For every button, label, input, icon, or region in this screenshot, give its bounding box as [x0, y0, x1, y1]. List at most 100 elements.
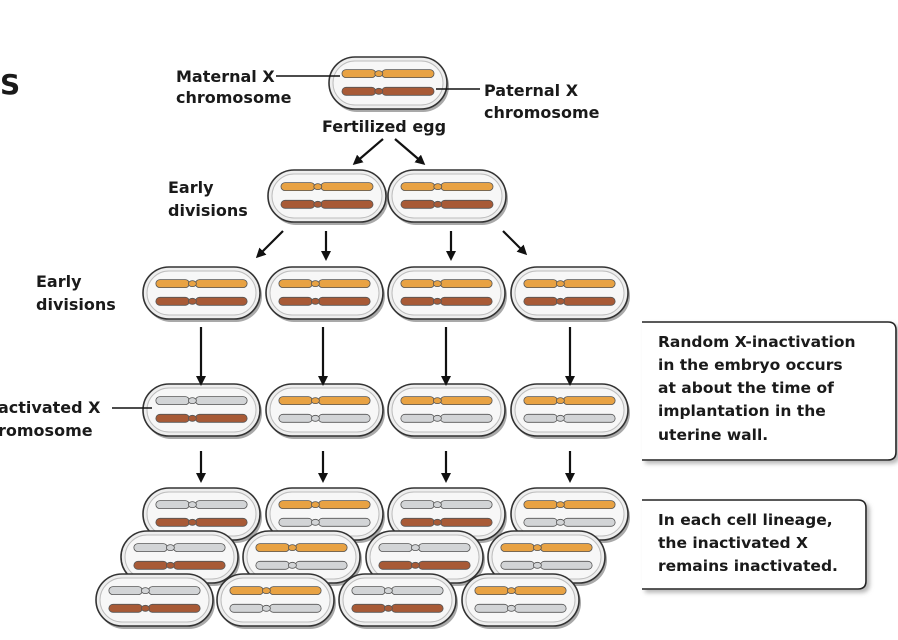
cell-stage3-2-chromosome-bottom	[278, 413, 371, 423]
cell-lineage-r3-c4-chromosome-top	[474, 586, 567, 596]
cell-stage2-3-chromosome-bottom	[400, 296, 493, 306]
cells-layer	[95, 56, 630, 629]
callout-lineage-frame	[642, 499, 867, 590]
label-maternal-line2: chromosome	[176, 88, 292, 107]
callout-random-inactivation: Random X-inactivation in the embryo occu…	[642, 321, 897, 461]
cell-stage1-1	[267, 169, 388, 225]
label-paternal-line2: chromosome	[484, 103, 600, 122]
cell-stage1-2	[387, 169, 508, 225]
cell-stage2-2	[265, 266, 385, 322]
cell-lineage-r1-c3-chromosome-top	[400, 500, 493, 510]
cell-lineage-r1-c1-chromosome-bottom	[155, 517, 248, 527]
cell-stage2-2-chromosome-top	[278, 279, 371, 289]
cell-stage2-4	[510, 266, 630, 322]
cell-lineage-r2-c2	[242, 530, 362, 586]
label-early-divisions-1-line2: divisions	[168, 201, 248, 220]
cell-stage2-1-chromosome-bottom	[155, 296, 248, 306]
cell-lineage-r3-c1-chromosome-bottom	[108, 603, 201, 613]
arrows-layer	[196, 138, 575, 483]
callout-random-line2: in the embryo occurs	[658, 356, 843, 374]
cell-lineage-r3-c2	[216, 573, 336, 629]
label-paternal-line1: Paternal X	[484, 81, 579, 100]
callout-random-line1: Random X-inactivation	[658, 333, 856, 351]
cell-lineage-r1-c4	[510, 487, 630, 543]
callout-lineage: In each cell lineage, the inactivated X …	[642, 499, 867, 590]
cell-fertilized-egg	[328, 56, 449, 112]
cell-stage3-4-chromosome-top	[523, 396, 616, 406]
cell-lineage-r2-c3-chromosome-bottom	[378, 560, 471, 570]
cell-lineage-r1-c2-chromosome-bottom	[278, 517, 371, 527]
cell-lineage-r3-c1-chromosome-top	[108, 586, 201, 596]
cell-stage2-3	[387, 266, 507, 322]
cell-lineage-r2-c2-chromosome-top	[255, 543, 348, 553]
cell-lineage-r1-c1-chromosome-top	[155, 500, 248, 510]
cell-stage3-3-chromosome-top	[400, 396, 493, 406]
cell-lineage-r1-c3-chromosome-bottom	[400, 517, 493, 527]
cell-stage3-4-chromosome-bottom	[523, 413, 616, 423]
cell-lineage-r3-c3-chromosome-top	[351, 586, 444, 596]
cell-lineage-r3-c2-chromosome-bottom	[229, 603, 322, 613]
cell-stage2-2-chromosome-bottom	[278, 296, 371, 306]
arrow-egg-left	[352, 138, 384, 165]
cell-stage2-1-chromosome-top	[155, 279, 248, 289]
label-early-divisions-2-line1: Early	[36, 272, 82, 291]
cell-lineage-r2-c4-chromosome-top	[500, 543, 593, 553]
cell-stage3-3-chromosome-bottom	[400, 413, 493, 423]
cell-stage3-3	[387, 383, 507, 439]
cell-lineage-r1-c4-chromosome-bottom	[523, 517, 616, 527]
cell-stage2-1	[142, 266, 262, 322]
page-title-fragment: S	[0, 68, 20, 101]
cell-stage1-2-chromosome-bottom	[400, 199, 494, 209]
cell-stage2-3-chromosome-top	[400, 279, 493, 289]
cell-stage1-2-chromosome-top	[400, 182, 494, 192]
callout-lineage-line3: remains inactivated.	[658, 557, 838, 575]
cell-lineage-r2-c4-chromosome-bottom	[500, 560, 593, 570]
cell-lineage-r2-c1-chromosome-top	[133, 543, 226, 553]
cell-stage3-1-chromosome-top	[155, 396, 248, 406]
cell-stage3-1-chromosome-bottom	[155, 413, 248, 423]
cell-stage3-2-chromosome-top	[278, 396, 371, 406]
cell-lineage-r3-c4	[461, 573, 581, 629]
cell-lineage-r3-c1	[95, 573, 215, 629]
labels: Maternal X chromosome Paternal X chromos…	[0, 67, 600, 440]
cell-stage3-2	[265, 383, 385, 439]
cell-lineage-r3-c2-chromosome-top	[229, 586, 322, 596]
cell-stage3-4	[510, 383, 630, 439]
cell-stage3-1	[142, 383, 262, 439]
cell-stage2-4-chromosome-bottom	[523, 296, 616, 306]
cell-lineage-r1-c1	[142, 487, 262, 543]
label-inactivated-line2: romosome	[0, 421, 93, 440]
callout-random-line4: implantation in the	[658, 402, 826, 420]
cell-lineage-r1-c2-chromosome-top	[278, 500, 371, 510]
cell-lineage-r2-c3	[365, 530, 485, 586]
cell-lineage-r2-c4	[487, 530, 607, 586]
cell-stage1-1-chromosome-bottom	[280, 199, 374, 209]
cell-stage1-1-chromosome-top	[280, 182, 374, 192]
cell-lineage-r3-c3-chromosome-bottom	[351, 603, 444, 613]
cell-fertilized-egg-chromosome-bottom	[341, 86, 435, 96]
cell-lineage-r3-c4-chromosome-bottom	[474, 603, 567, 613]
cell-lineage-r3-c3	[338, 573, 458, 629]
label-early-divisions-1-line1: Early	[168, 178, 214, 197]
cell-stage2-4-chromosome-top	[523, 279, 616, 289]
callout-random-line3: at about the time of	[658, 379, 834, 397]
arrow-egg-right	[394, 138, 426, 165]
label-maternal-line1: Maternal X	[176, 67, 275, 86]
label-early-divisions-2-line2: divisions	[36, 295, 116, 314]
cell-lineage-r1-c3	[387, 487, 507, 543]
callout-lineage-line2: the inactivated X	[658, 534, 808, 552]
label-fertilized-egg: Fertilized egg	[322, 117, 446, 136]
arrow-d1-4	[502, 230, 528, 256]
callout-random-line5: uterine wall.	[658, 426, 768, 444]
cell-lineage-r2-c1-chromosome-bottom	[133, 560, 226, 570]
cell-lineage-r1-c2	[265, 487, 385, 543]
cell-fertilized-egg-chromosome-top	[341, 69, 435, 79]
callout-lineage-line1: In each cell lineage,	[658, 511, 833, 529]
callout-random-frame	[642, 321, 897, 461]
cell-lineage-r1-c4-chromosome-top	[523, 500, 616, 510]
arrow-d1-1	[255, 230, 284, 259]
cell-lineage-r2-c3-chromosome-top	[378, 543, 471, 553]
label-inactivated-line1: activated X	[0, 398, 101, 417]
cell-lineage-r2-c2-chromosome-bottom	[255, 560, 348, 570]
